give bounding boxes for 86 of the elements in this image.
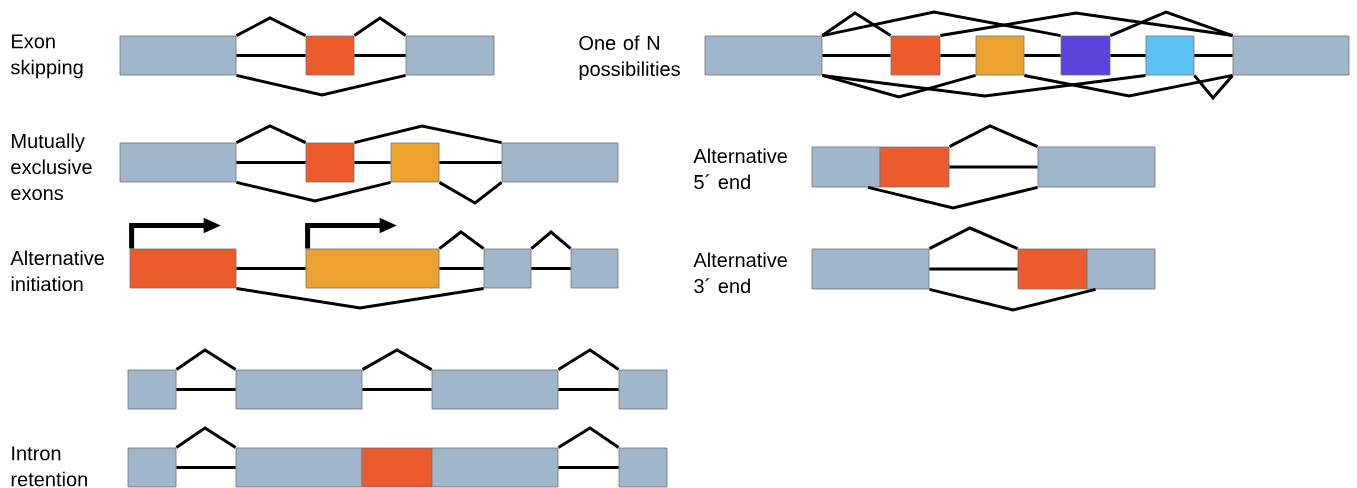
exon-box <box>361 447 433 488</box>
splice-line <box>236 73 406 97</box>
exon-box <box>431 447 559 488</box>
panel-label: Intron retention <box>11 446 87 487</box>
splice-line <box>940 11 1233 38</box>
panel-label: One of N possibilities <box>579 35 680 80</box>
splice-line <box>948 124 1039 148</box>
exon-box <box>1232 35 1350 76</box>
splice-line <box>1024 54 1061 57</box>
exon-box <box>618 369 668 410</box>
splice-line <box>236 161 306 164</box>
splice-line <box>557 426 620 449</box>
splice-line <box>438 230 485 250</box>
splice-line <box>557 348 620 371</box>
exon-box <box>305 248 440 289</box>
exon-box <box>119 35 237 76</box>
exon-box <box>890 35 941 76</box>
splice-line <box>236 286 484 310</box>
exon-box <box>305 142 355 183</box>
exon-box <box>390 142 440 183</box>
exon-box <box>483 248 532 289</box>
splice-line <box>1109 10 1234 37</box>
splice-line <box>822 54 891 57</box>
exon-box <box>127 369 177 410</box>
splice-line <box>558 466 619 469</box>
splice-line <box>530 230 572 250</box>
splice-line <box>175 426 237 449</box>
splice-line <box>1110 54 1146 57</box>
splice-line <box>236 54 306 57</box>
splice-line <box>867 185 1038 210</box>
exon-box <box>127 447 177 488</box>
splice-line <box>236 267 306 270</box>
exon-box <box>618 447 668 488</box>
splice-line <box>439 161 502 164</box>
splice-line <box>175 348 237 371</box>
exon-box <box>1060 35 1111 76</box>
exon-box <box>570 248 619 289</box>
splice-line <box>928 226 1019 250</box>
exon-box <box>1037 146 1156 188</box>
splice-line <box>176 466 236 469</box>
splice-line <box>361 348 433 371</box>
splice-line <box>354 124 502 145</box>
exon-box <box>235 369 363 410</box>
panel-label: Alternative 3´ end <box>693 252 787 294</box>
splice-line <box>1024 73 1233 98</box>
splice-line <box>949 165 1038 169</box>
exon-box <box>405 35 495 76</box>
splice-line <box>531 267 571 270</box>
splice-line <box>821 11 892 37</box>
splice-line <box>822 10 1061 38</box>
exon-box <box>811 146 881 188</box>
exon-box <box>879 146 950 188</box>
exon-box <box>1086 248 1156 290</box>
splice-line <box>439 267 484 270</box>
exon-box <box>501 142 619 183</box>
exon-box <box>305 35 355 76</box>
splice-line <box>235 124 307 144</box>
splice-line <box>558 388 619 391</box>
panel-label: Alternative 5´ end <box>693 148 787 190</box>
splice-line <box>822 73 1146 98</box>
panel-label: Exon skipping <box>11 34 83 79</box>
exon-box <box>431 369 559 410</box>
splice-line <box>822 73 976 99</box>
exon-box <box>704 35 823 76</box>
splice-line <box>235 16 307 37</box>
exon-box <box>119 142 237 183</box>
splice-line <box>1194 54 1233 57</box>
exon-box <box>235 447 363 488</box>
exon-box <box>1145 35 1195 76</box>
panel-label: Alternative initiation <box>10 250 104 292</box>
splice-line <box>353 16 407 37</box>
splice-line <box>940 54 976 57</box>
splice-line <box>929 287 1096 312</box>
exon-box <box>129 248 237 289</box>
panel-label: Mutually exclusive exons <box>11 133 92 201</box>
splice-line <box>929 267 1018 271</box>
exon-box <box>1017 248 1088 290</box>
splice-line <box>362 388 432 391</box>
splice-line <box>354 54 406 57</box>
splice-line <box>176 388 236 391</box>
splice-line <box>354 161 391 164</box>
splice-line <box>438 181 503 205</box>
exon-box <box>975 35 1025 76</box>
splice-line <box>1193 74 1234 101</box>
exon-box <box>811 248 930 290</box>
splice-line <box>236 180 391 203</box>
